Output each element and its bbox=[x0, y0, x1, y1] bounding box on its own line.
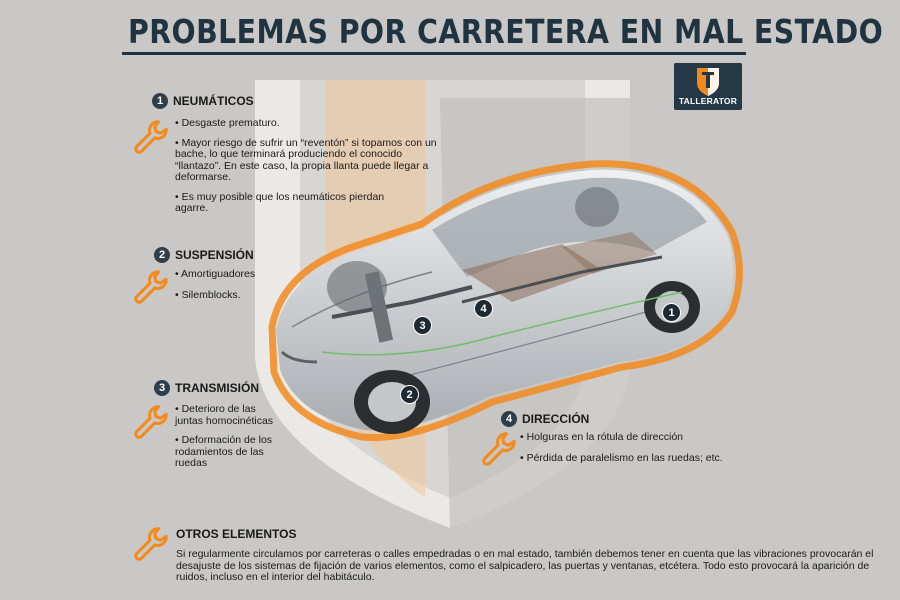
wrench-icon bbox=[134, 405, 168, 439]
wrench-icon bbox=[134, 270, 168, 304]
section-title: DIRECCIÓN bbox=[522, 412, 590, 426]
bullets-suspension: • Amortiguadores • Silemblocks. bbox=[175, 268, 295, 309]
section-title: SUSPENSIÓN bbox=[175, 248, 254, 262]
otros-paragraph: Si regularmente circulamos por carretera… bbox=[176, 548, 874, 583]
bullet: • Mayor riesgo de sufrir un “reventón” s… bbox=[175, 136, 437, 183]
tallerator-logo: TALLERATOR bbox=[674, 63, 742, 110]
bullet: • Pérdida de paralelismo en las ruedas; … bbox=[520, 451, 723, 464]
title-underline bbox=[122, 52, 746, 55]
bullets-direccion: • Holguras en la rótula de dirección • P… bbox=[520, 431, 770, 472]
marker-1: 1 bbox=[662, 303, 681, 322]
section-title: TRANSMISIÓN bbox=[175, 381, 259, 395]
section-number: 1 bbox=[152, 93, 168, 109]
bullets-neumaticos: • Desgaste prematuro. • Mayor riesgo de … bbox=[175, 117, 437, 223]
section-direccion: 4 DIRECCIÓN bbox=[501, 411, 589, 427]
section-otros-elementos: OTROS ELEMENTOS bbox=[176, 525, 296, 543]
wrench-icon bbox=[134, 527, 168, 561]
section-number: 2 bbox=[154, 247, 170, 263]
section-number: 3 bbox=[154, 380, 170, 396]
logo-text: TALLERATOR bbox=[678, 96, 738, 106]
marker-4: 4 bbox=[474, 299, 493, 318]
section-suspension: 2 SUSPENSIÓN bbox=[154, 247, 254, 263]
section-title: OTROS ELEMENTOS bbox=[176, 527, 297, 541]
bullet: • Amortiguadores bbox=[175, 268, 256, 280]
bullet: • Deterioro de las juntas homocinéticas bbox=[175, 403, 274, 427]
bullet: • Desgaste prematuro. bbox=[175, 117, 280, 129]
wrench-icon bbox=[134, 120, 168, 154]
section-neumaticos: 1 NEUMÁTICOS bbox=[152, 93, 254, 109]
section-title: NEUMÁTICOS bbox=[173, 94, 254, 108]
bullet: • Deformación de los rodamientos de las … bbox=[175, 434, 273, 469]
section-number: 4 bbox=[501, 411, 517, 427]
marker-3: 3 bbox=[413, 316, 432, 335]
car-cutaway-illustration bbox=[268, 160, 743, 442]
bullet: • Holguras en la rótula de dirección bbox=[520, 431, 684, 443]
shield-logo-icon bbox=[697, 68, 719, 96]
wrench-icon bbox=[482, 432, 516, 466]
section-transmision: 3 TRANSMISIÓN bbox=[154, 380, 259, 396]
bullet: • Silemblocks. bbox=[175, 288, 241, 301]
page-title: PROBLEMAS POR CARRETERA EN MAL ESTADO bbox=[128, 12, 884, 51]
bullets-transmision: • Deterioro de las juntas homocinéticas … bbox=[175, 403, 285, 478]
marker-2: 2 bbox=[400, 385, 419, 404]
bullet: • Es muy posible que los neumáticos pier… bbox=[175, 190, 385, 214]
